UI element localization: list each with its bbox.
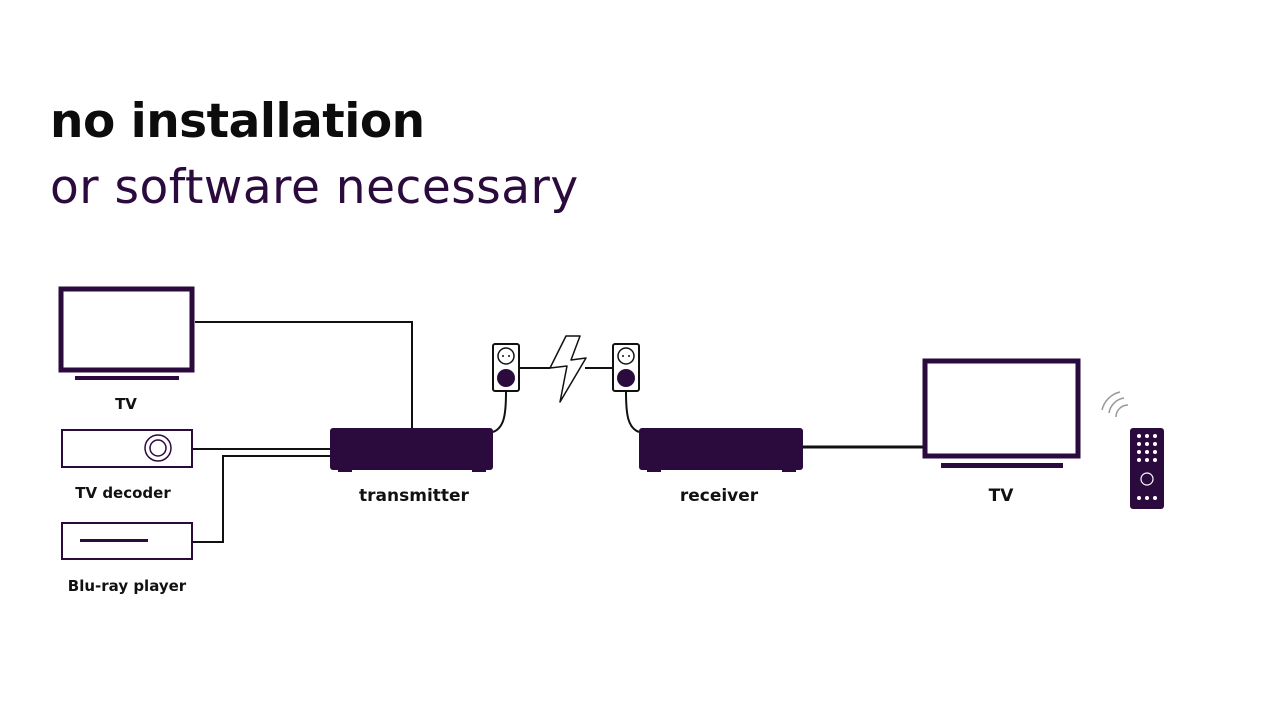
tv-decoder-icon	[61, 429, 193, 468]
lightning-icon	[549, 335, 587, 403]
tv-right-icon	[922, 358, 1081, 468]
bluray-player-icon	[61, 522, 193, 560]
powerline-plug-left-icon	[492, 343, 520, 392]
cable-tv-to-transmitter	[195, 321, 413, 430]
label-bluray: Blu-ray player	[68, 577, 187, 595]
cables	[193, 321, 924, 543]
headline: no installation	[50, 94, 425, 149]
signal-waves-icon	[1101, 391, 1129, 418]
label-tv-left: TV	[115, 395, 137, 413]
transmitter-icon	[330, 428, 493, 472]
cable-bluray-to-transmitter	[193, 455, 330, 543]
subheadline: or software necessary	[50, 160, 579, 215]
label-receiver: receiver	[680, 486, 759, 506]
label-tv-right: TV	[989, 486, 1015, 506]
label-tv-decoder: TV decoder	[75, 484, 171, 502]
label-transmitter: transmitter	[359, 486, 470, 506]
cable-transmitter-to-plug	[492, 391, 507, 433]
remote-control-icon	[1130, 428, 1164, 509]
tv-left-icon	[58, 286, 195, 380]
receiver-icon	[639, 428, 803, 472]
powerline-plug-right-icon	[612, 343, 640, 392]
cable-receiver-to-plug	[625, 391, 640, 433]
